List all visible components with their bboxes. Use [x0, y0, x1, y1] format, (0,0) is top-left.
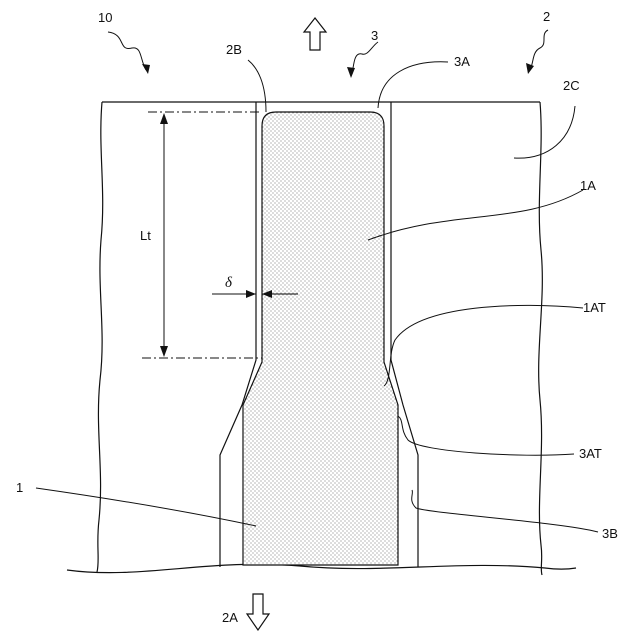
- lower-wall-leader-line: [412, 490, 598, 532]
- label-body: 2: [543, 9, 550, 24]
- body-right-break-line: [539, 102, 543, 575]
- inner-wall-leader-line: [248, 60, 266, 112]
- length-dimension-arrow: [160, 113, 168, 357]
- label-member-taper: 1AT: [583, 300, 606, 315]
- outer-face-leader-line: [514, 106, 575, 158]
- label-hole-lower-wall: 3B: [602, 526, 618, 541]
- upward-direction-arrow-icon: [304, 18, 326, 50]
- assembly-leader-arrow: [108, 32, 150, 74]
- label-hole: 3: [371, 28, 378, 43]
- hole-taper-leader-line: [398, 416, 574, 455]
- member-leader-line: [36, 488, 256, 526]
- label-hole-edge: 3A: [454, 54, 470, 69]
- body-leader-arrow: [526, 30, 548, 74]
- label-member: 1: [16, 480, 23, 495]
- downward-direction-arrow-icon: [247, 594, 269, 630]
- label-body-outer-face: 2C: [563, 78, 580, 93]
- label-assembly: 10: [98, 10, 112, 25]
- label-member-tip-region: 1A: [580, 178, 596, 193]
- label-body-inner-wall: 2B: [226, 42, 242, 57]
- tip-region-leader-line: [368, 190, 583, 240]
- label-gap: δ: [225, 275, 233, 291]
- member-stippled-body: [243, 112, 398, 565]
- label-hole-taper: 3AT: [579, 446, 602, 461]
- member-taper-leader-line: [384, 305, 583, 386]
- label-length: Lt: [140, 228, 151, 243]
- body-left-break-line: [97, 102, 103, 572]
- hole-edge-leader-line: [378, 62, 448, 108]
- hole-leader-arrow: [347, 42, 378, 78]
- label-downward-direction: 2A: [222, 610, 238, 625]
